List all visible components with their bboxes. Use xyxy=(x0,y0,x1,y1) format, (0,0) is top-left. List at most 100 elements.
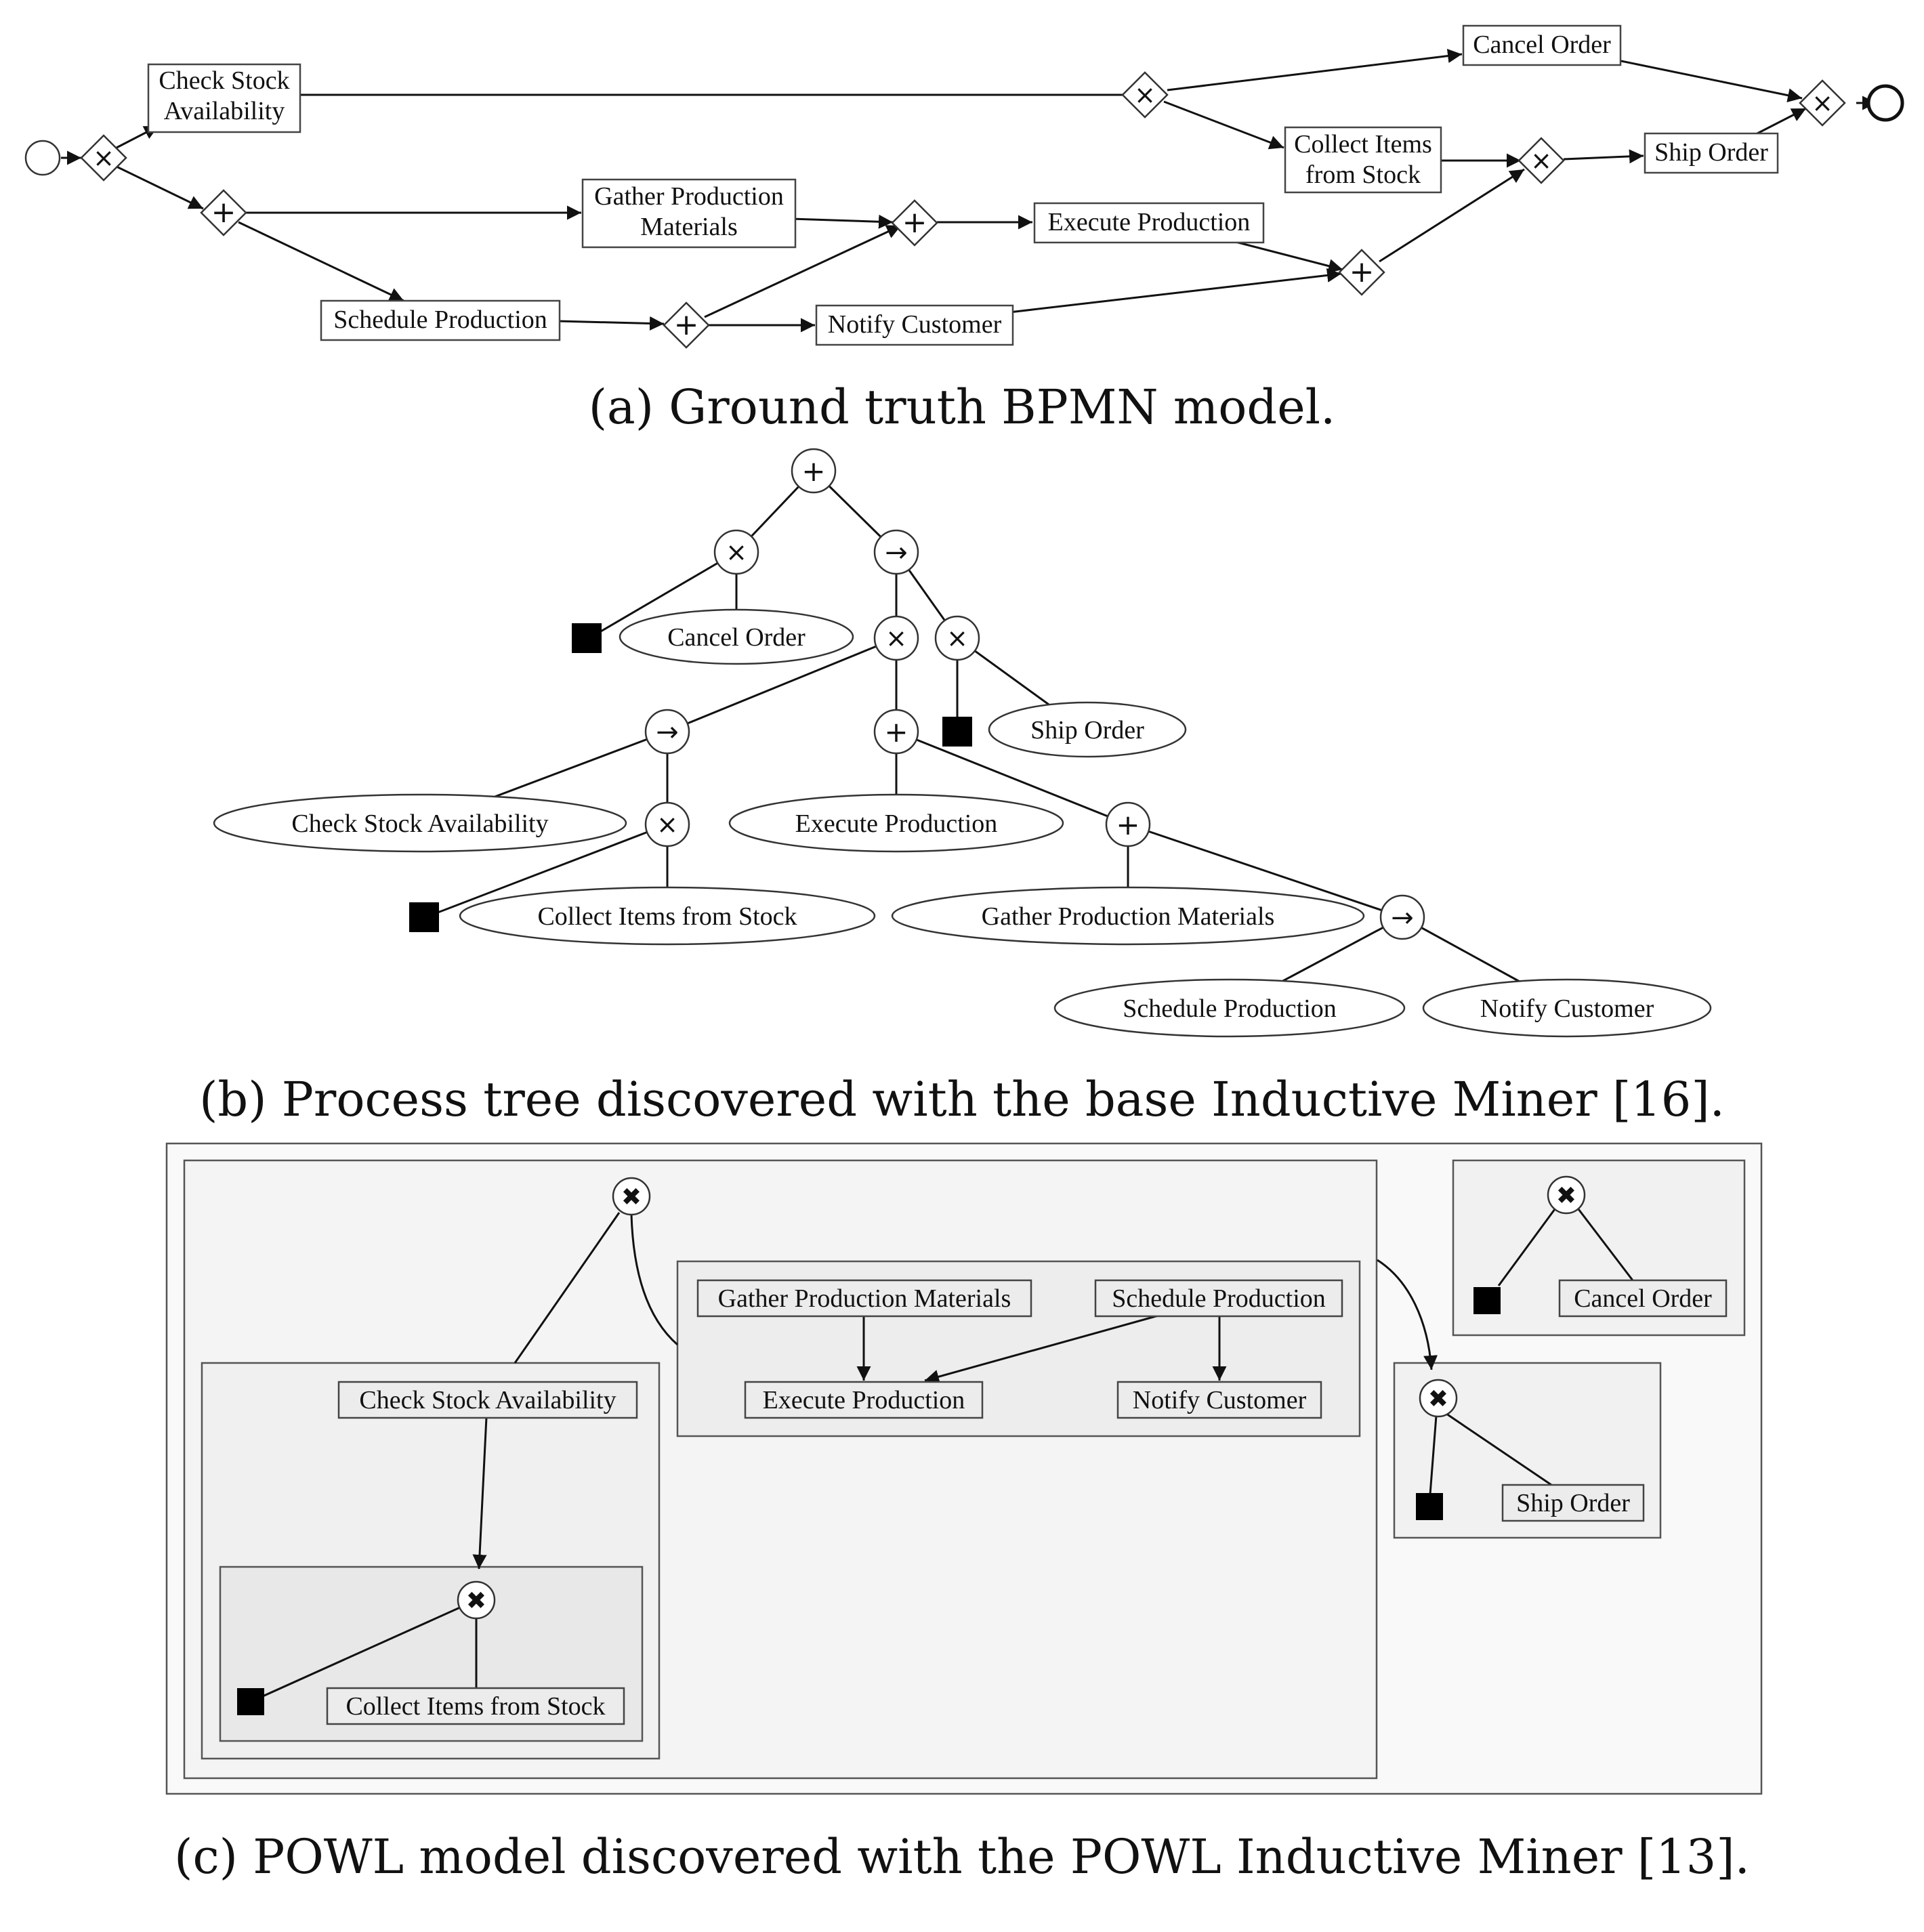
powl-choice-operator: ✖ xyxy=(612,1177,651,1216)
tau-leaf xyxy=(237,1688,264,1715)
task-label: Check Stock xyxy=(159,66,289,95)
tree-leaf-ship-order: Ship Order xyxy=(988,701,1187,758)
tree-op-xor: × xyxy=(644,801,690,847)
powl-task-cancel-order: Cancel Order xyxy=(1558,1279,1728,1318)
edge-execute-to-and-join xyxy=(1224,238,1343,273)
task-label: Execute Production xyxy=(763,1386,965,1414)
task-label: Materials xyxy=(640,213,738,241)
choice-symbol: ✖ xyxy=(621,1183,642,1211)
task-label: from Stock xyxy=(1305,161,1421,189)
end-event xyxy=(1866,84,1904,122)
task-check-stock-availability: Check Stock Availability xyxy=(147,63,301,133)
leaf-label: Cancel Order xyxy=(667,623,806,652)
tree-op-xor: × xyxy=(713,529,759,575)
tree-leaf-collect-items-from-stock: Collect Items from Stock xyxy=(459,886,876,946)
tree-op-and: + xyxy=(1105,801,1151,847)
powl-choice-operator: ✖ xyxy=(1547,1175,1586,1215)
bpmn-model: × + + + + × × × xyxy=(24,24,1904,435)
tree-leaf-schedule-production: Schedule Production xyxy=(1053,978,1406,1038)
task-label: Schedule Production xyxy=(1112,1284,1326,1313)
edge xyxy=(667,637,897,733)
powl-task-check-stock-availability: Check Stock Availability xyxy=(337,1381,638,1419)
edge-xor-to-and xyxy=(113,164,204,210)
task-label: Collect Items from Stock xyxy=(346,1692,605,1721)
powl-task-schedule-production: Schedule Production xyxy=(1094,1279,1343,1318)
tree-leaf-check-stock-availability: Check Stock Availability xyxy=(213,793,627,853)
gateway-xor-split-2: × xyxy=(1121,71,1169,119)
task-label: Notify Customer xyxy=(828,310,1002,339)
gateway-and-split-2: + xyxy=(663,301,710,349)
powl-task-collect-items-from-stock: Collect Items from Stock xyxy=(326,1687,625,1725)
caption-c: (c) POWL model discovered with the POWL … xyxy=(174,1829,1750,1885)
tree-op-seq: → xyxy=(644,709,690,755)
edge xyxy=(1280,916,1403,984)
edge xyxy=(630,1214,678,1346)
task-label: Check Stock Availability xyxy=(359,1386,616,1414)
op-symbol: + xyxy=(801,455,825,488)
edge-ship-to-xor-join xyxy=(1753,107,1807,137)
xor-symbol: × xyxy=(1812,88,1833,118)
task-label: Gather Production Materials xyxy=(718,1284,1011,1313)
gateway-and-join-2: + xyxy=(1338,249,1385,296)
tree-op-xor: × xyxy=(934,615,980,661)
tau-leaf xyxy=(409,902,439,932)
process-tree: + × → × × → + × xyxy=(199,448,1725,1127)
edge-schedule-to-and xyxy=(557,316,665,331)
edge-notify-to-and-join xyxy=(1009,268,1342,314)
edge-xor-to-collect xyxy=(1163,100,1284,150)
edge-and-join-to-xor xyxy=(1379,168,1525,263)
edge xyxy=(514,1212,621,1364)
powl-task-ship-order: Ship Order xyxy=(1501,1484,1645,1522)
gateway-and-split-1: + xyxy=(200,189,247,236)
xor-symbol: × xyxy=(93,143,114,173)
task-schedule-production: Schedule Production xyxy=(320,299,561,341)
edge xyxy=(587,551,737,640)
task-cancel-order: Cancel Order xyxy=(1462,24,1622,66)
edge-schedule-to-execute xyxy=(924,1314,1159,1384)
task-label: Ship Order xyxy=(1516,1489,1630,1517)
task-gather-production-materials: Gather Production Materials xyxy=(581,178,797,249)
powl-choice-operator: ✖ xyxy=(457,1580,496,1620)
and-symbol: + xyxy=(1350,255,1375,289)
edge xyxy=(1497,1209,1556,1286)
edge-gather-to-and-join xyxy=(791,214,894,229)
edge xyxy=(1577,1209,1634,1281)
bpmn-edges xyxy=(61,49,1877,333)
xor-symbol: × xyxy=(1530,146,1552,175)
task-collect-items-from-stock: Collect Items from Stock xyxy=(1284,126,1442,194)
op-symbol: × xyxy=(656,810,678,839)
leaf-label: Collect Items from Stock xyxy=(537,902,797,931)
op-symbol: × xyxy=(946,623,968,653)
leaf-label: Schedule Production xyxy=(1123,994,1337,1023)
task-label: Schedule Production xyxy=(333,306,547,334)
edge-and-to-schedule xyxy=(238,221,404,302)
task-execute-production: Execute Production xyxy=(1033,202,1265,244)
tree-leaf-cancel-order: Cancel Order xyxy=(619,608,854,665)
powl-choice-operator: ✖ xyxy=(1419,1379,1458,1418)
gateway-xor-split-1: × xyxy=(80,134,127,182)
tree-op-and: + xyxy=(873,709,919,755)
op-symbol: → xyxy=(656,717,679,748)
edge-check-to-choice xyxy=(472,1416,488,1570)
task-label: Execute Production xyxy=(1048,208,1251,236)
leaf-label: Gather Production Materials xyxy=(982,902,1275,931)
edge xyxy=(425,823,668,919)
powl-edges xyxy=(250,1209,1634,1703)
edge xyxy=(1127,823,1403,919)
op-symbol: × xyxy=(726,537,747,567)
edge xyxy=(250,1603,468,1703)
start-event xyxy=(24,140,61,176)
op-symbol: + xyxy=(884,715,908,749)
op-symbol: → xyxy=(1391,902,1414,933)
tau-leaf xyxy=(1416,1493,1443,1520)
leaf-label: Notify Customer xyxy=(1480,994,1654,1023)
choice-symbol: ✖ xyxy=(466,1587,486,1615)
op-symbol: → xyxy=(885,537,908,568)
edge xyxy=(1429,1415,1438,1495)
powl-task-notify-customer: Notify Customer xyxy=(1116,1381,1322,1419)
powl-task-gather-production-materials: Gather Production Materials xyxy=(696,1279,1032,1318)
caption-b: (b) Process tree discovered with the bas… xyxy=(199,1072,1725,1127)
leaf-label: Execute Production xyxy=(795,810,998,838)
tree-op-xor: × xyxy=(873,615,919,661)
